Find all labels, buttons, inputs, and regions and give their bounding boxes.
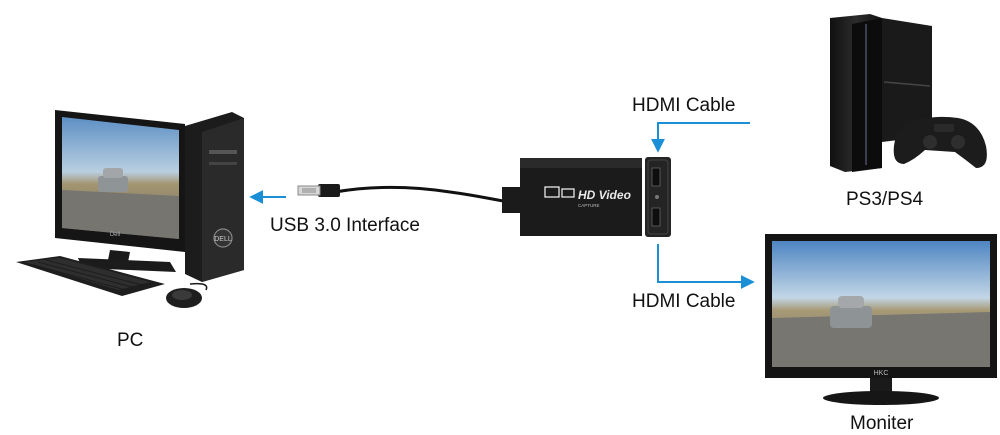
tower-brand: DELL [214,236,232,243]
capture-card-logo-sub: CAPTURE [578,203,600,208]
pc-monitor-brand: Dell [110,232,120,238]
pc-label: PC [117,330,144,351]
hdmi-cable-out-label: HDMI Cable [632,291,736,312]
capture-card-logo-text: HD Video [578,188,631,202]
usb-interface-label: USB 3.0 Interface [270,215,420,236]
hdmi-in-arrow [651,122,750,153]
pc-keyboard [16,256,165,296]
hdmi-capture-card: HD Video CAPTURE [502,157,671,237]
hdmi-out-arrow [657,244,755,289]
capture-card-logo: HD Video CAPTURE [544,186,631,208]
console-label: PS3/PS4 [846,189,924,210]
pc-computer: DELL Dell [16,110,244,308]
pc-monitor: Dell [55,110,185,272]
pc-mouse [166,282,208,308]
ps4-console [830,14,932,172]
usb-cable [297,184,511,204]
monitor-label: Moniter [850,413,914,434]
pc-tower: DELL [185,112,244,282]
hdmi-cable-in-label: HDMI Cable [632,95,736,116]
ps4-controller [893,116,987,168]
hkc-monitor-brand: HKC [874,370,889,377]
hkc-monitor: HKC [765,234,997,405]
